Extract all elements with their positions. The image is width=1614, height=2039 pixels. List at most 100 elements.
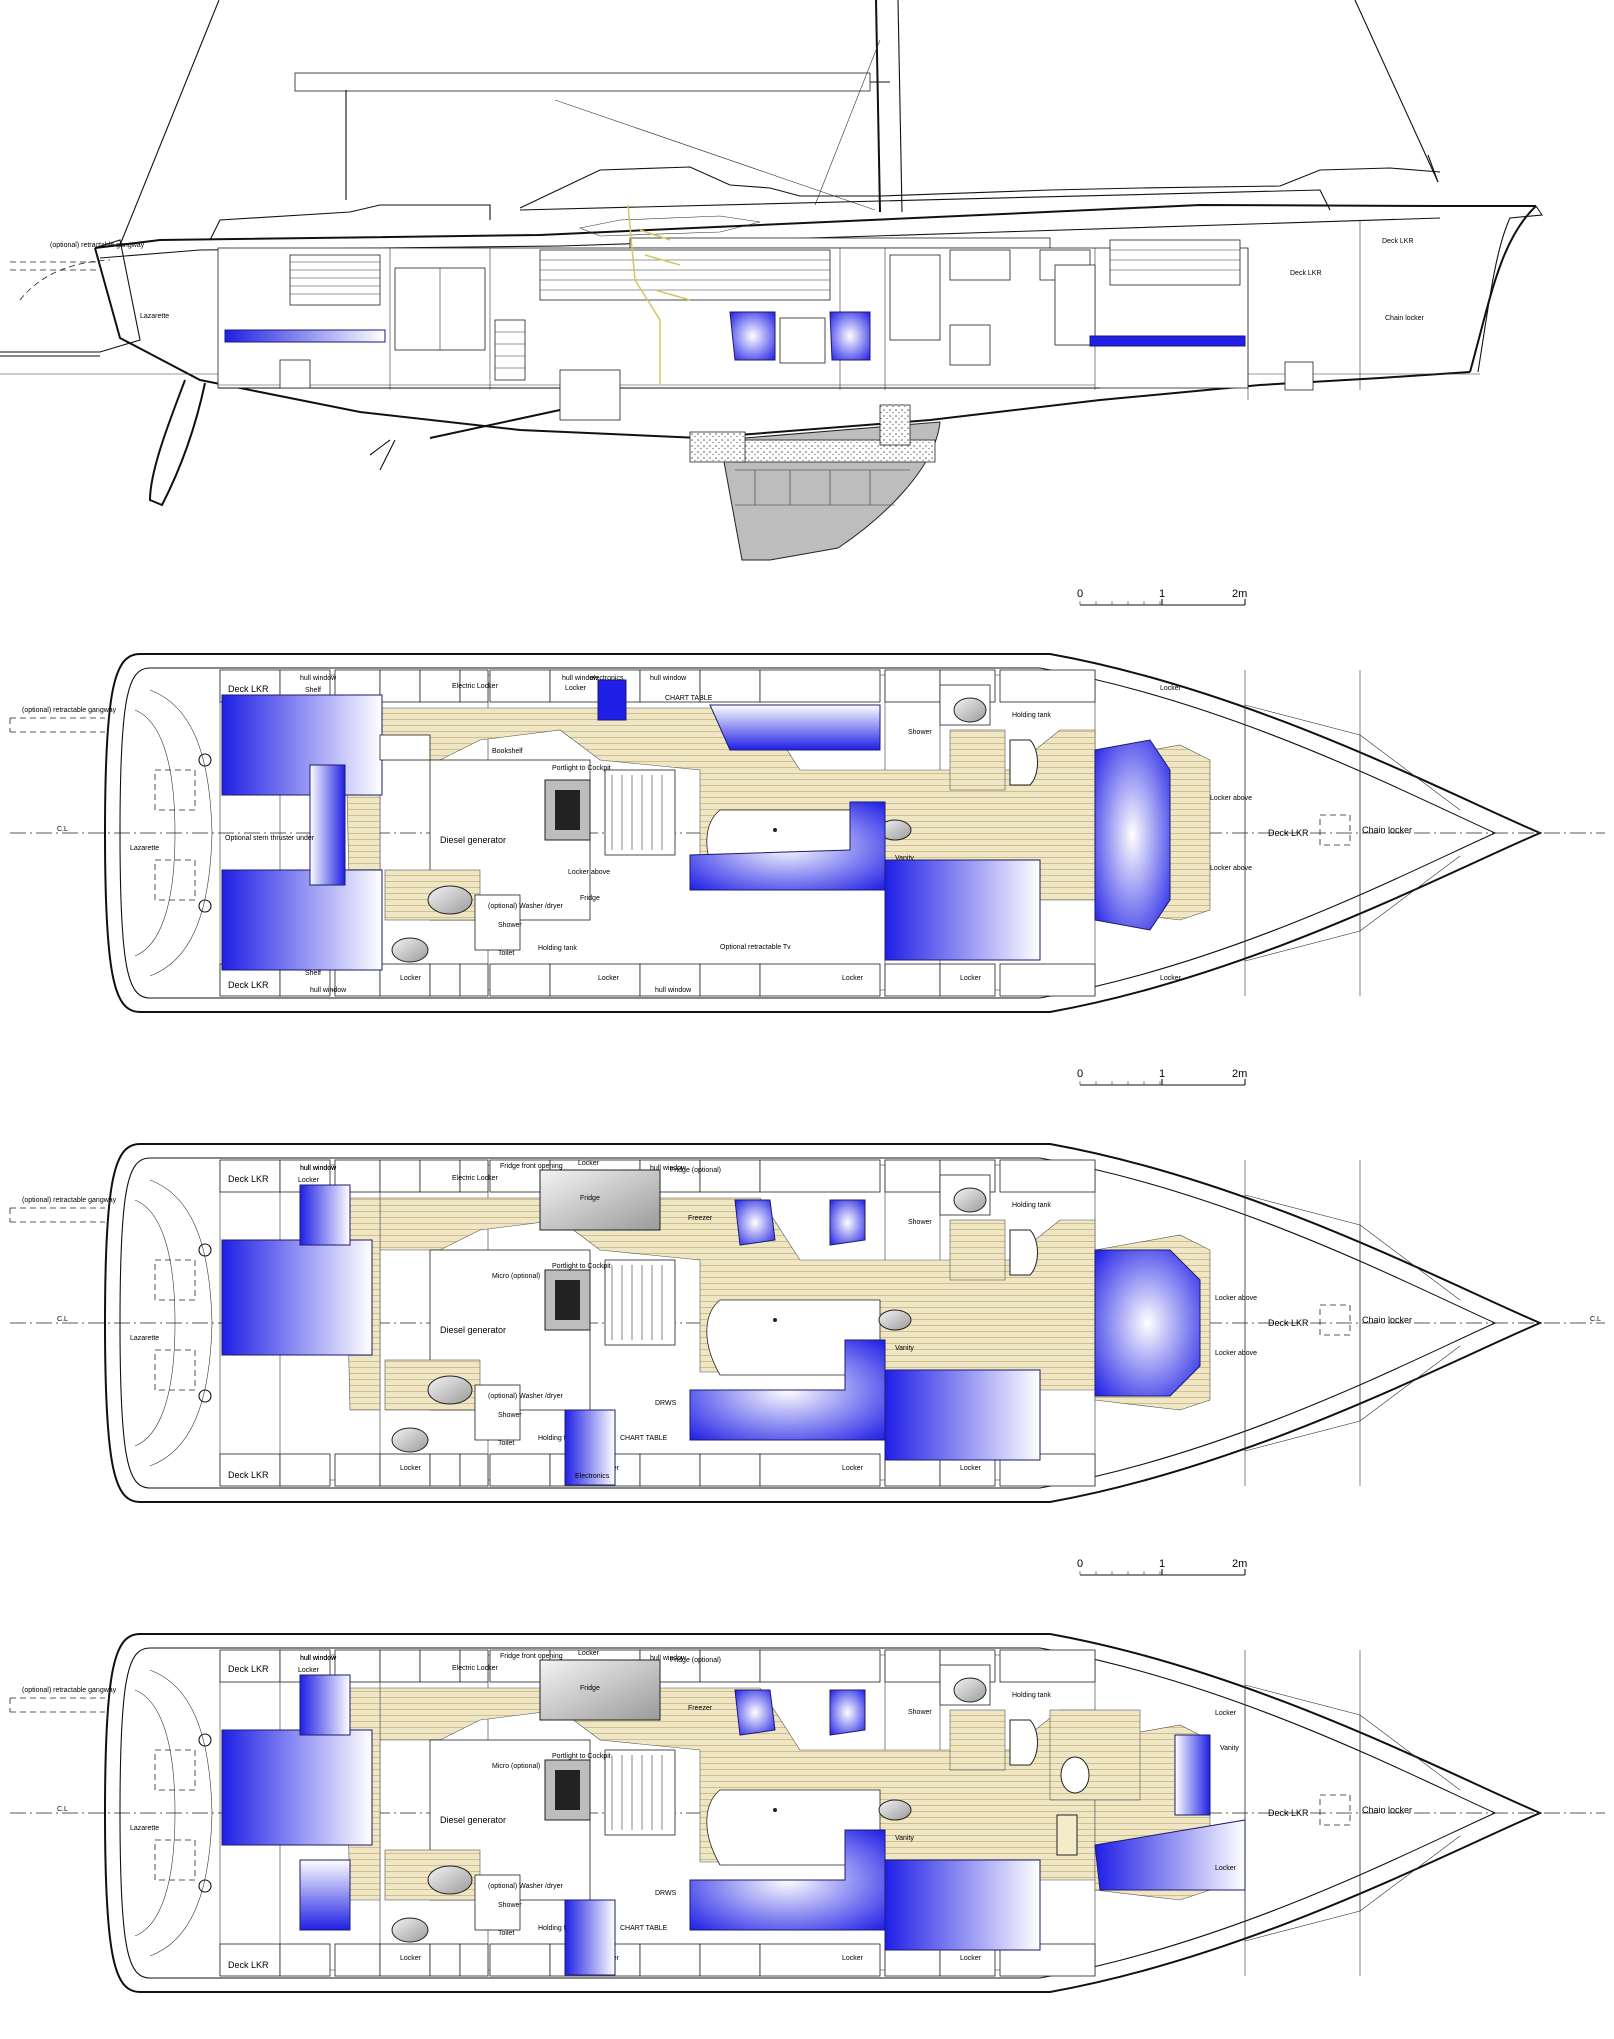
centre-line-label-left: C.L [57,826,68,833]
washer-label: (optional) Washer /dryer [488,1883,563,1890]
profile-lazarette-label: Lazarette [140,313,169,320]
fwd-shower-label: Shower [908,1219,932,1226]
aft-basin [427,1865,473,1895]
hull-window-label-1: hull window [300,675,337,682]
profile-chain-locker-label: Chain locker [1385,315,1425,322]
profile-cabinets [289,239,1241,381]
vang [554,99,876,211]
saloon-chair-1 [734,1199,776,1246]
diesel-generator-label: Diesel generator [440,835,506,845]
deck-locker-top-label: Deck LKR [228,1664,269,1674]
locker-above-label-1: Locker above [1215,1295,1257,1302]
fridge-front-label: Fridge front opening [500,1653,563,1660]
bow-thruster [1284,361,1314,391]
aft-holding-tank-label: Holding tank [538,1435,577,1442]
fwd-shower-floor [949,1709,1006,1771]
hull-window-label-2: hull window [650,675,687,682]
galley-counter [539,1659,661,1721]
hull-inner-line [119,1647,1497,1979]
fwd-locker-label-2: Locker [1215,1865,1237,1872]
extra-head-floor [1049,1709,1141,1801]
electronics-label: Electronics [575,1473,610,1480]
hull-inner-line [119,667,1497,999]
chart-table-label: CHART TABLE [665,695,713,702]
locker-above-label-2: Locker above [1215,1350,1257,1357]
hull-window-label-1: hull window [300,1655,337,1662]
fwd-basin [953,1677,987,1703]
hull-outline [103,1633,1543,1993]
backstay [119,0,220,246]
aft-shower-label: Shower [498,1902,522,1909]
fridge-optional-label: Fridge (optional) [670,1167,721,1174]
locker-above-label-2: Locker above [1210,865,1252,872]
portlight-label: Portlight to Cockpit [552,1753,611,1760]
aft-toilet-label: Toilet [498,950,514,957]
extra-head-step [1056,1814,1078,1856]
fwd-holding-tank-label: Holding tank [1012,1202,1051,1209]
interior-bulkheads [389,220,1361,400]
diesel-generator-label: Diesel generator [440,1815,506,1825]
aft-toilet [391,937,429,963]
aft-berth-extension [299,1674,351,1736]
fwd-vberth [1094,739,1171,931]
gangway-outline [10,261,100,271]
scale-bar-two-m: 2m [1232,588,1247,600]
bottom-locker-label-4: Locker [960,975,982,982]
fridge-label: Fridge [580,1685,600,1692]
aft-berth-cushion [224,329,386,343]
bottom-locker-label-4: Locker [960,1465,982,1472]
hull-outline [103,653,1543,1013]
fwd-double-berth [1094,1249,1201,1397]
generator-core [555,1280,580,1320]
shelf-bottom-label: Shelf [305,970,321,977]
profile-deck-lkr-label: Deck LKR [1290,270,1322,277]
saloon-table [706,1299,881,1376]
bow-deck-locker-label: Deck LKR [1268,828,1309,838]
aft-berth-port [221,694,383,796]
micro-label: Micro (optional) [492,1273,540,1280]
sheer-line [94,203,1536,249]
scale-bar-two-m: 2m [1232,1068,1247,1080]
aft-shower-label: Shower [498,922,522,929]
aft-double-berth [221,1239,373,1356]
gangway-label: (optional) retractable gangway [22,707,117,714]
portlight-label: Portlight to Cockpit [552,1263,611,1270]
shelf-top-label: Shelf [305,687,321,694]
scale-bar-one: 1 [1159,588,1165,600]
scale-bar-two-m: 2m [1232,1558,1247,1570]
fridge-label: Fridge [580,1195,600,1202]
micro-label: Micro (optional) [492,1763,540,1770]
winch [198,1733,212,1747]
bottom-locker-label-1: Locker [400,1465,422,1472]
fwd-toilet [1009,739,1038,786]
fwd-holding-tank-label: Holding tank [1012,1692,1051,1699]
galley-counter [539,1169,661,1231]
aft-toilet [391,1917,429,1943]
rudder [148,379,206,507]
saloon-table [706,1789,881,1866]
saloon-settee-top [709,704,881,751]
scale-bar-zero: 0 [1077,1558,1083,1570]
companionway [604,1749,676,1836]
mid-cabin-berth [884,1859,1041,1951]
bottom-locker-label-4: Locker [960,1955,982,1962]
locker-label-1: Locker [578,1160,600,1167]
deck-plan-3: C.L(optional) retractable gangwayLazaret… [9,1633,1605,1993]
scale-bar-zero: 0 [1077,1068,1083,1080]
vanity-label: Vanity [895,1835,914,1842]
chain-locker [1359,1224,1461,1422]
aft-holding-tank-label: Holding tank [538,1925,577,1932]
hull-outline [103,1143,1543,1503]
gangway-outline [9,717,105,733]
locker-label-1: Locker [565,685,587,692]
fwd-single-berth-2 [1094,1819,1246,1891]
extra-head-toilet [1060,1756,1090,1794]
aft-berth-stbd [299,1859,351,1931]
fwd-berth-cushion [1089,335,1246,347]
gangway-outline [9,1697,105,1713]
nav-seat [597,679,627,721]
scale-bar-one: 1 [1159,1558,1165,1570]
coachroof [519,166,1441,209]
